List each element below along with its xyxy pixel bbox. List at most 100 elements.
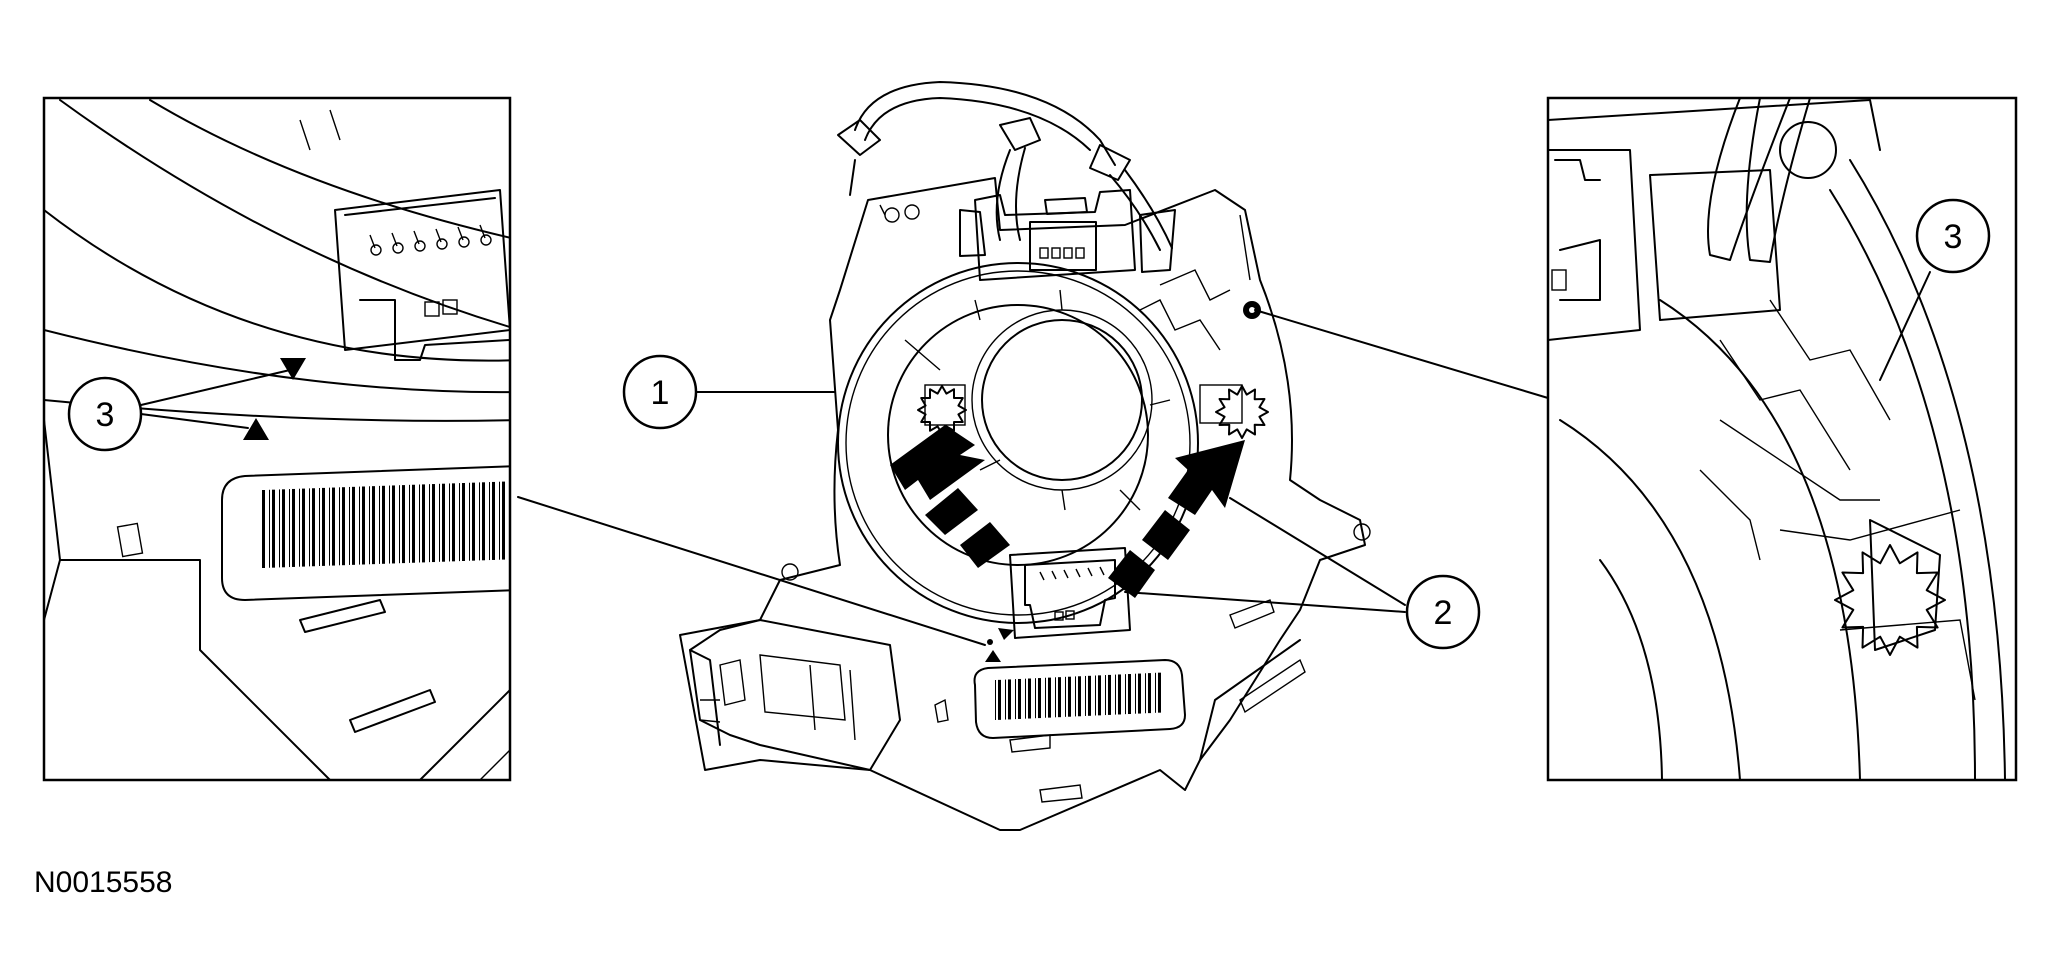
barcode-bar (482, 482, 485, 561)
callout-label: 3 (96, 396, 115, 434)
barcode-bar (489, 482, 490, 561)
barcode-bar (472, 482, 475, 561)
barcode-bar (382, 485, 385, 564)
barcode-bar (1048, 677, 1051, 718)
barcode-bar (292, 488, 295, 567)
barcode-bar (299, 488, 300, 567)
right-gear-icon (1199, 384, 1269, 439)
barcode-bar (339, 487, 340, 566)
lower-left-bracket (679, 619, 901, 771)
barcode-bar (282, 489, 285, 568)
barcode-bar (452, 483, 455, 562)
barcode-bar (319, 488, 320, 567)
barcode-bar (419, 484, 420, 563)
callout-label: 1 (651, 374, 670, 412)
connector-housing-detail (299, 109, 510, 361)
barcode-bar (1145, 673, 1146, 714)
barcode-bar (1018, 678, 1021, 719)
barcode-bar (1038, 678, 1041, 719)
alignment-arrow-up-icon (243, 418, 269, 440)
barcode-bar (1115, 674, 1116, 715)
barcode-bar (469, 482, 470, 561)
barcode-bar (1108, 674, 1111, 715)
callout-label: 3 (1944, 218, 1963, 256)
barcode-bar (1068, 676, 1071, 717)
barcode-label (973, 659, 1186, 739)
barcode-bar (1045, 677, 1046, 718)
alignment-arrow-down-icon (280, 358, 306, 380)
barcode-bar (1055, 677, 1056, 718)
barcode-bar (998, 679, 1001, 720)
barcode-bar (352, 486, 355, 565)
barcode-bar (449, 483, 450, 562)
barcode-bar (359, 486, 360, 565)
barcode-bar (459, 483, 460, 562)
barcode-bar (392, 485, 395, 564)
barcode-bar (1105, 675, 1106, 716)
callout-label: 2 (1434, 594, 1453, 632)
rotation-arrows-left-icon (890, 425, 1010, 568)
top-connector (959, 189, 1176, 281)
barcode-bar (369, 486, 370, 565)
barcode-bar (279, 489, 280, 568)
barcode-bar (409, 484, 410, 563)
leader-lines (140, 271, 1931, 646)
barcode-bar (362, 486, 365, 565)
barcode-bar (412, 484, 415, 563)
barcode-bar (1065, 676, 1066, 717)
callout-1: 1 (622, 354, 698, 430)
barcode-bar (399, 485, 400, 564)
barcode-bar (269, 489, 270, 568)
barcode-bar (1015, 679, 1016, 720)
barcode-bar (322, 487, 325, 566)
center-alignment-arrow-down-icon (998, 628, 1014, 640)
barcode-bar (492, 481, 495, 560)
barcode-bar (272, 489, 275, 568)
barcode-icon (262, 481, 510, 568)
barcode-bar (1155, 672, 1156, 713)
barcode-bar (312, 488, 315, 567)
barcode-bar (342, 487, 345, 566)
drive-gear-icon (1834, 519, 1946, 656)
barcode-bar (429, 484, 430, 563)
barcode-bar (1025, 678, 1026, 719)
bottom-connector (1009, 547, 1131, 639)
barcode-bar (329, 487, 330, 566)
barcode-bar (439, 483, 440, 562)
barcode-bar (995, 680, 996, 720)
barcode-bar (309, 488, 310, 567)
barcode-bar (1088, 675, 1091, 716)
barcode-bar (389, 485, 390, 564)
barcode-bar (289, 489, 290, 568)
barcode-bar (372, 486, 375, 565)
barcode-bar (1128, 674, 1131, 715)
barcode-bar (502, 481, 505, 560)
barcode-bar (1028, 678, 1031, 719)
barcode-bar (1118, 674, 1121, 715)
left-gear-icon (917, 384, 967, 435)
barcode-bar (1008, 679, 1011, 720)
barcode-bar (442, 483, 445, 562)
clockspring-assembly (679, 81, 1371, 831)
barcode-bar (379, 485, 380, 564)
callout-3-right: 3 (1915, 198, 1991, 274)
barcode-bar (479, 482, 480, 561)
barcode-bar (432, 484, 435, 563)
barcode-bar (1075, 676, 1076, 717)
barcode-bar (1158, 672, 1161, 713)
barcode-bar (1098, 675, 1101, 716)
barcode-bar (1148, 673, 1151, 714)
barcode-bar (262, 490, 265, 568)
barcode-bar (1125, 674, 1126, 715)
barcode-bar (1078, 676, 1081, 717)
barcode-center-icon (995, 672, 1161, 720)
barcode-bar (1095, 675, 1096, 716)
figure-id: N0015558 (34, 866, 172, 899)
barcode-bar (349, 486, 350, 565)
right-detail-panel (1546, 96, 2018, 782)
barcode-bar (1035, 678, 1036, 719)
barcode-bar (509, 481, 510, 560)
callout-2: 2 (1405, 574, 1481, 650)
rotation-arrows-right-icon (1108, 440, 1245, 598)
